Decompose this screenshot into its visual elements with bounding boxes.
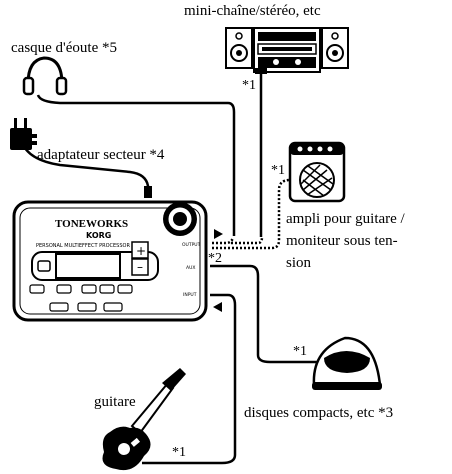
- screen-left-button[interactable]: [38, 261, 50, 271]
- stereo-system-icon: [226, 28, 348, 74]
- note-cd: *1: [293, 342, 307, 362]
- device-button-6[interactable]: [50, 303, 68, 311]
- label-ampli-2: moniteur sous ten-: [286, 231, 398, 251]
- label-mini-chaine: mini-chaîne/stéréo, etc: [184, 1, 321, 21]
- label-casque: casque d'éoute *5: [11, 38, 117, 58]
- output-dotted-line: [212, 237, 262, 243]
- adapter-plug-icon: [144, 186, 152, 198]
- device-button-4[interactable]: [100, 285, 114, 293]
- device-brand: TONEWORKS: [55, 218, 128, 230]
- jack-input-label: INPUT: [183, 292, 197, 298]
- device-model: PERSONAL MULTIEFFECT PROCESSOR: [36, 243, 130, 249]
- headphones-icon: [24, 58, 66, 94]
- device-brand-sub: KORG: [86, 231, 111, 240]
- cd-player-icon: [312, 338, 382, 390]
- effect-processor: TONEWORKS KORG PERSONAL MULTIEFFECT PROC…: [14, 202, 206, 320]
- ac-adapter-icon: [10, 118, 37, 150]
- label-guitare: guitare: [94, 392, 136, 412]
- device-button-1[interactable]: [30, 285, 44, 293]
- guitar-amp-icon: [290, 143, 344, 201]
- label-adaptateur: adaptateur secteur *4: [37, 145, 164, 165]
- svg-text:–: –: [137, 260, 143, 274]
- jack-output-label: OUTPUT: [182, 242, 201, 248]
- note-amp: *1: [271, 161, 285, 181]
- label-disques: disques compacts, etc *3: [244, 403, 393, 423]
- note-output: *2: [208, 249, 222, 269]
- label-ampli-1: ampli pour guitare /: [286, 209, 405, 229]
- device-button-7[interactable]: [78, 303, 96, 311]
- device-button-2[interactable]: [57, 285, 71, 293]
- note-stereo: *1: [242, 76, 256, 96]
- svg-text:+: +: [136, 244, 146, 258]
- device-button-8[interactable]: [104, 303, 122, 311]
- jack-aux-label: AUX: [186, 265, 195, 271]
- device-button-5[interactable]: [118, 285, 132, 293]
- output-arrow-icon: [214, 229, 223, 239]
- amp-cable: [212, 180, 290, 248]
- label-ampli-3: sion: [286, 253, 311, 273]
- input-arrow-icon: [213, 302, 222, 312]
- device-button-3[interactable]: [82, 285, 96, 293]
- note-guitar: *1: [172, 443, 186, 463]
